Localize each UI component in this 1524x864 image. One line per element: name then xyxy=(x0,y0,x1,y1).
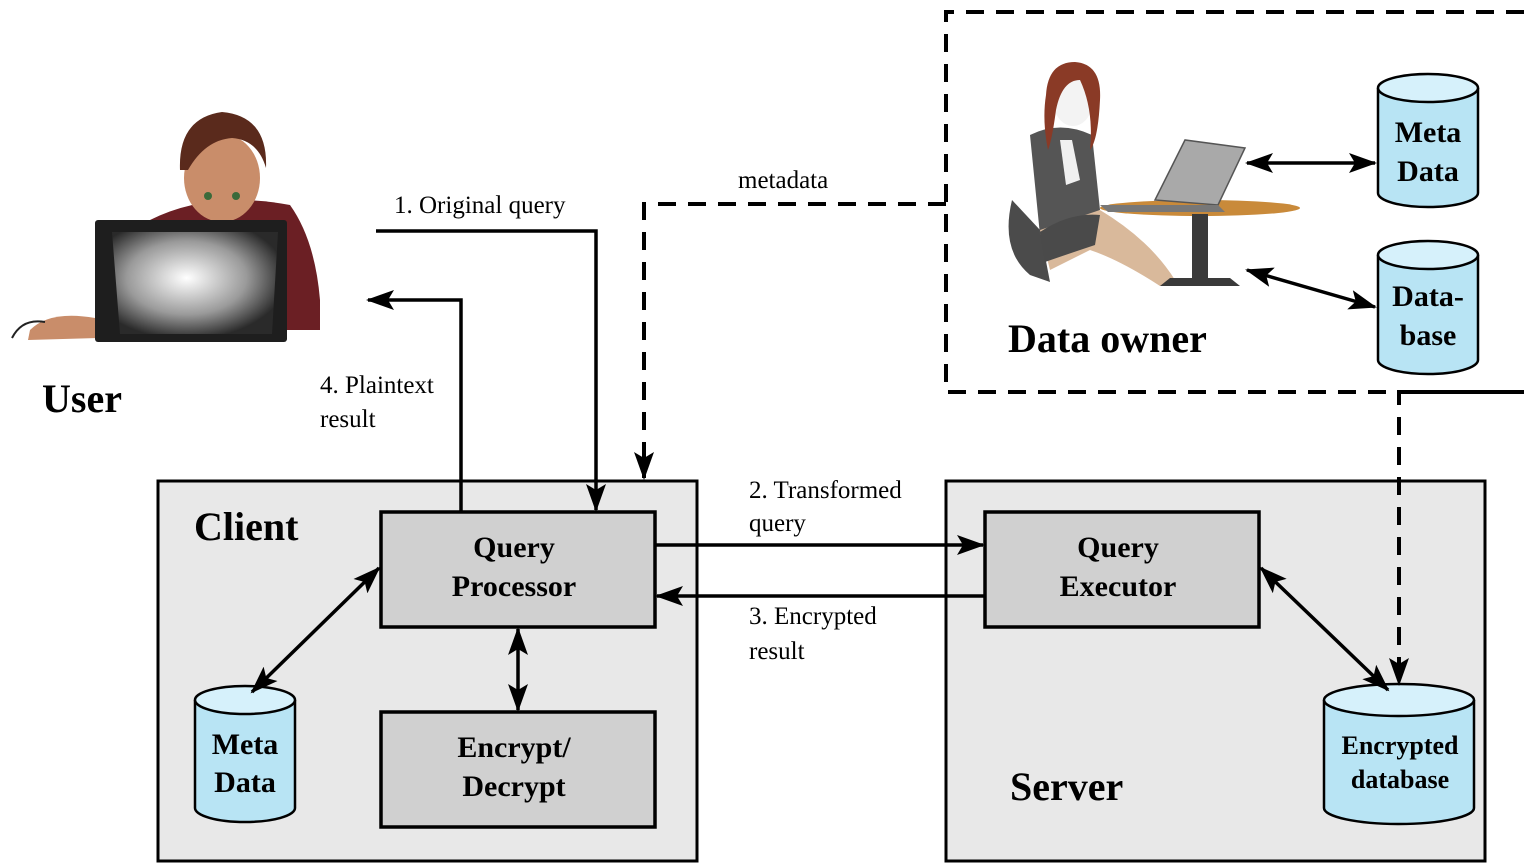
owner-metadata-line2: Data xyxy=(1397,155,1459,188)
owner-database-link xyxy=(1245,267,1377,310)
user-label: User xyxy=(42,376,122,421)
client-metadata-line1: Meta xyxy=(212,728,279,761)
encrypted-result-label-line2: result xyxy=(749,638,805,665)
client-metadata-cylinder[interactable]: Meta Data xyxy=(193,684,297,824)
encrypted-database-line2: database xyxy=(1351,765,1449,794)
owner-database-line2: base xyxy=(1400,319,1457,352)
metadata-flow-arrow xyxy=(634,202,946,480)
encrypt-decrypt-label-line1: Encrypt/ xyxy=(457,731,571,764)
query-executor-label-line1: Query xyxy=(1077,531,1159,564)
client-metadata-line2: Data xyxy=(214,766,276,799)
original-query-arrow xyxy=(376,229,606,512)
metadata-flow-label: metadata xyxy=(738,167,828,194)
owner-metadata-line1: Meta xyxy=(1395,116,1462,149)
query-executor-label-line2: Executor xyxy=(1060,570,1177,603)
plaintext-result-arrow xyxy=(366,290,463,512)
transformed-query-label-line2: query xyxy=(749,510,806,537)
encrypted-database-line1: Encrypted xyxy=(1342,731,1460,760)
query-executor-box[interactable]: Query Executor xyxy=(983,510,1261,629)
user-illustration xyxy=(11,112,320,342)
server-label: Server xyxy=(1010,764,1123,809)
encrypted-result-label-line1: 3. Encrypted xyxy=(749,603,877,630)
plaintext-result-label-line1: 4. Plaintext xyxy=(320,372,434,399)
owner-metadata-cylinder[interactable]: Meta Data xyxy=(1376,72,1480,209)
encrypt-decrypt-label-line2: Decrypt xyxy=(462,770,565,803)
executor-database-link xyxy=(1259,566,1390,692)
transformed-query-label-line1: 2. Transformed xyxy=(749,477,902,504)
query-processor-label-line2: Processor xyxy=(452,570,576,603)
encrypted-database-cylinder[interactable]: Encrypted database xyxy=(1322,682,1476,826)
owner-database-cylinder[interactable]: Data- base xyxy=(1376,239,1480,376)
plaintext-result-label-line2: result xyxy=(320,406,376,433)
query-processor-label-line1: Query xyxy=(473,531,555,564)
data-owner-label: Data owner xyxy=(1008,316,1207,361)
processor-metadata-link xyxy=(250,566,381,694)
client-label: Client xyxy=(194,504,299,549)
data-owner-illustration xyxy=(1008,62,1300,286)
encrypt-decrypt-box[interactable]: Encrypt/ Decrypt xyxy=(379,710,657,829)
owner-to-encrypted-db-arrow xyxy=(1389,390,1524,686)
original-query-label: 1. Original query xyxy=(394,192,566,219)
query-processor-box[interactable]: Query Processor xyxy=(379,510,657,629)
owner-database-line1: Data- xyxy=(1392,280,1464,313)
